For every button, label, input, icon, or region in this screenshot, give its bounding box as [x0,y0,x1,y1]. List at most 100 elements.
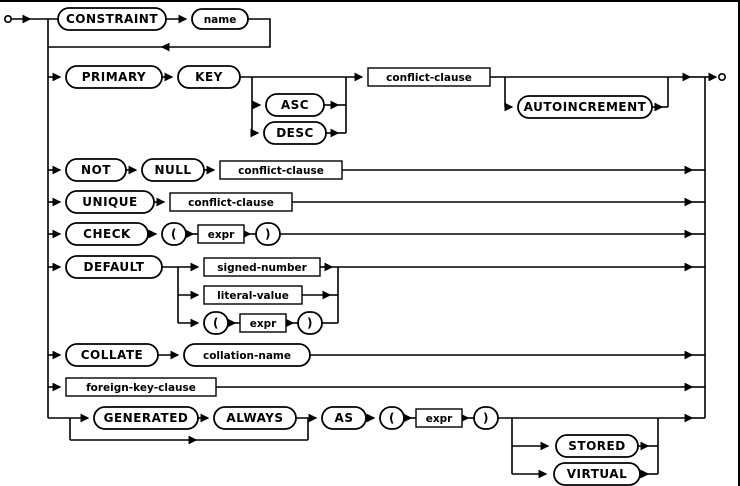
keyword-collate-label: COLLATE [81,348,144,362]
punct-rparen-1: ) [255,222,281,246]
keyword-not-shape [65,158,127,182]
nonterminal-name-shape [191,8,249,30]
punct-rparen-1-label: ) [265,227,271,241]
keyword-default-label: DEFAULT [84,260,145,274]
nonterminal-conflict-clause-3-shape [169,192,293,212]
keyword-virtual-label: VIRTUAL [567,467,627,481]
nonterminal-expr-3: expr [415,408,463,428]
nonterminal-signed-number-shape [203,257,321,277]
keyword-asc: ASC [265,93,325,117]
keyword-always-shape [213,406,297,430]
keyword-stored: STORED [555,434,639,458]
keyword-asc-label: ASC [281,98,309,112]
keyword-unique: UNIQUE [65,190,155,214]
keyword-stored-label: STORED [568,439,625,453]
nonterminal-signed-number-label: signed-number [217,262,307,274]
keyword-key-shape [177,65,241,89]
keyword-check-shape [65,222,149,246]
punct-lparen-2-shape [203,311,229,335]
keyword-stored-shape [555,434,639,458]
keyword-constraint-shape [57,7,167,31]
nonterminal-name: name [191,8,249,30]
keyword-as-label: AS [335,411,354,425]
keyword-default: DEFAULT [65,255,163,279]
nonterminal-expr-3-shape [415,408,463,428]
keyword-always-label: ALWAYS [226,411,283,425]
nonterminal-collation-name-label: collation-name [203,350,291,362]
keyword-default-shape [65,255,163,279]
keyword-generated-label: GENERATED [104,411,189,425]
keyword-as-shape [321,406,367,430]
keyword-constraint: CONSTRAINT [57,7,167,31]
nonterminal-collation-name-shape [183,343,311,367]
nonterminal-conflict-clause-2: conflict-clause [219,160,343,180]
keyword-as: AS [321,406,367,430]
nonterminal-expr-1-shape [197,224,245,244]
keyword-virtual-shape [553,462,641,486]
nonterminal-foreign-key-clause-label: foreign-key-clause [86,382,196,394]
punct-rparen-2-label: ) [307,316,313,330]
punct-lparen-1-shape [161,222,187,246]
nonterminal-foreign-key-clause: foreign-key-clause [65,377,217,397]
keyword-generated: GENERATED [93,406,199,430]
nonterminal-literal-value-label: literal-value [217,290,289,302]
keyword-generated-shape [93,406,199,430]
nonterminal-literal-value-shape [203,285,303,305]
nonterminal-collation-name: collation-name [183,343,311,367]
connector-lines [11,14,718,479]
keyword-primary-shape [65,65,163,89]
keyword-check: CHECK [65,222,149,246]
nonterminal-name-label: name [204,14,237,26]
start-terminal-icon [4,15,13,24]
nonterminal-conflict-clause-1: conflict-clause [367,67,491,87]
punct-rparen-2: ) [297,311,323,335]
punct-lparen-3-label: ( [389,411,395,425]
keyword-primary-label: PRIMARY [82,70,147,84]
punct-rparen-3: ) [473,406,499,430]
keyword-autoincrement: AUTOINCREMENT [517,95,653,119]
punct-lparen-1-label: ( [171,227,177,241]
punct-lparen-1: ( [161,222,187,246]
end-terminal-icon [717,73,726,82]
keyword-autoincrement-shape [517,95,653,119]
keyword-asc-shape [265,93,325,117]
nonterminal-literal-value: literal-value [203,285,303,305]
keyword-virtual: VIRTUAL [553,462,641,486]
nonterminal-conflict-clause-1-shape [367,67,491,87]
nonterminal-signed-number: signed-number [203,257,321,277]
punct-rparen-1-shape [255,222,281,246]
keyword-null: NULL [141,158,205,182]
keyword-primary: PRIMARY [65,65,163,89]
punct-rparen-3-label: ) [483,411,489,425]
nonterminal-expr-1: expr [197,224,245,244]
keyword-key-label: KEY [195,70,223,84]
keyword-not: NOT [65,158,127,182]
keyword-desc-label: DESC [276,126,314,140]
nonterminal-conflict-clause-3-label: conflict-clause [188,197,274,209]
nonterminal-conflict-clause-2-label: conflict-clause [238,165,324,177]
nonterminal-conflict-clause-2-shape [219,160,343,180]
keyword-collate-shape [65,343,159,367]
keyword-autoincrement-label: AUTOINCREMENT [524,100,647,114]
keyword-unique-shape [65,190,155,214]
keyword-null-label: NULL [154,163,191,177]
keyword-always: ALWAYS [213,406,297,430]
punct-rparen-2-shape [297,311,323,335]
nonterminal-conflict-clause-3: conflict-clause [169,192,293,212]
nonterminal-expr-2-label: expr [250,318,277,330]
keyword-desc-shape [263,121,327,145]
nonterminal-conflict-clause-1-label: conflict-clause [386,72,472,84]
punct-lparen-2-label: ( [213,316,219,330]
nonterminal-expr-2-shape [239,313,287,333]
punct-rparen-3-shape [473,406,499,430]
keyword-check-label: CHECK [83,227,131,241]
punct-lparen-3-shape [379,406,405,430]
keyword-unique-label: UNIQUE [82,195,137,209]
nonterminal-foreign-key-clause-shape [65,377,217,397]
nonterminal-expr-3-label: expr [426,413,453,425]
nonterminal-expr-1-label: expr [208,229,235,241]
nonterminal-expr-2: expr [239,313,287,333]
punct-lparen-2: ( [203,311,229,335]
